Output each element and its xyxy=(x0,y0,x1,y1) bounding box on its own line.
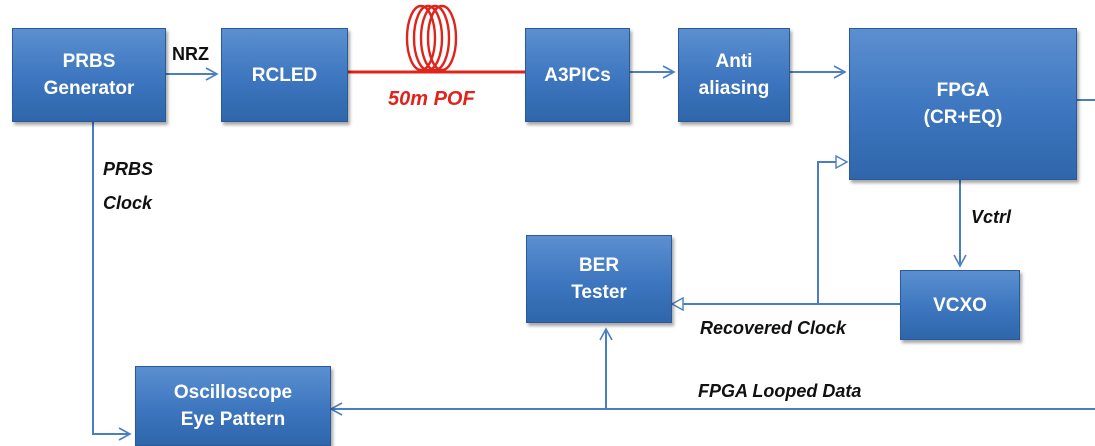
ber-tester-block: BER Tester xyxy=(526,235,672,323)
anti-aliasing-block: Anti aliasing xyxy=(678,28,790,122)
block-label: (CR+EQ) xyxy=(923,107,1003,128)
block-label: BER xyxy=(578,255,620,276)
block-label: Eye Pattern xyxy=(180,409,286,430)
prbs-clock-label-line1: PRBS xyxy=(103,159,154,179)
block-label: Anti xyxy=(715,51,753,72)
oscilloscope-block: Oscilloscope Eye Pattern xyxy=(135,366,331,446)
block-label: VCXO xyxy=(933,294,987,316)
fiber-coil-icon xyxy=(405,4,458,72)
block-label: PRBS xyxy=(62,51,116,72)
nrz-label: NRZ xyxy=(172,44,209,64)
fpga-looped-data-label: FPGA Looped Data xyxy=(698,381,862,401)
block-label: Oscilloscope xyxy=(173,382,293,403)
vcxo-block: VCXO xyxy=(900,270,1020,340)
prbs-generator-block: PRBS Generator xyxy=(12,28,166,122)
rcled-block: RCLED xyxy=(221,28,348,122)
a3pics-block: A3PICs xyxy=(525,28,630,122)
block-label: RCLED xyxy=(251,64,318,86)
pof-label: 50m POF xyxy=(388,88,475,110)
block-label: A3PICs xyxy=(544,64,611,86)
vctrl-label: Vctrl xyxy=(971,207,1012,227)
block-label: aliasing xyxy=(698,78,770,99)
arrow-clock-feedback-to-fpga xyxy=(817,162,847,304)
arrow-prbs-clock-to-osc xyxy=(92,122,132,441)
recovered-clock-label: Recovered Clock xyxy=(700,318,847,338)
prbs-clock-label-line2: Clock xyxy=(103,193,153,213)
block-label: Generator xyxy=(43,78,135,99)
block-label: Tester xyxy=(571,282,627,303)
fpga-block: FPGA (CR+EQ) xyxy=(849,28,1077,180)
block-label: FPGA xyxy=(936,80,990,101)
